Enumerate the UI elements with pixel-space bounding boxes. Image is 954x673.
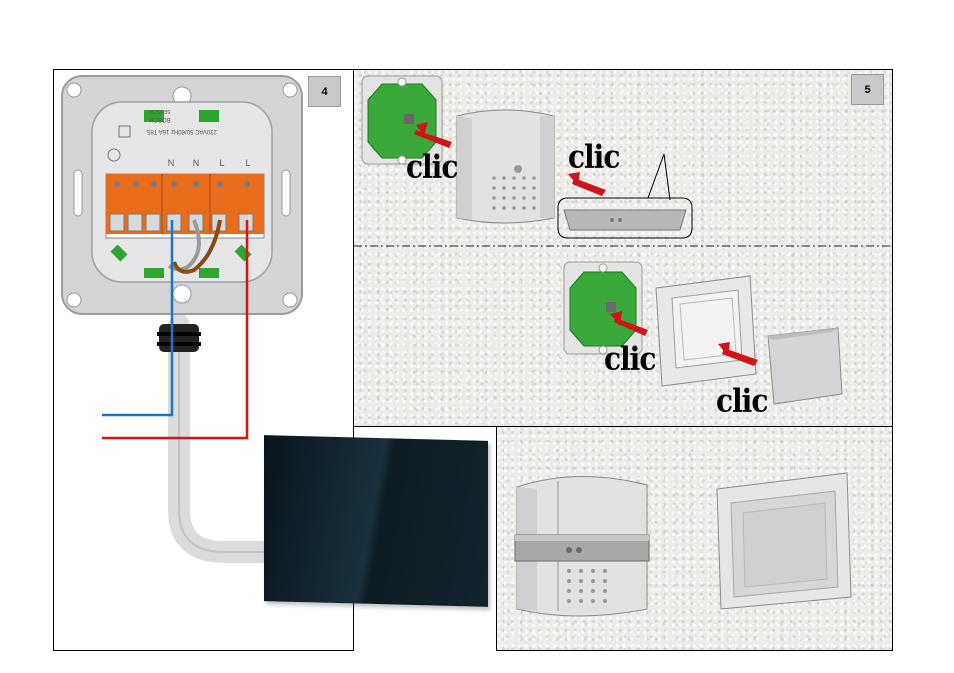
clic-label-1: clic [406,147,458,186]
result-panel [496,426,893,651]
live-wire [102,220,249,440]
terminal-label-3: L [219,158,224,168]
step-5-panel: clic clic clic clic 5 [353,69,893,427]
terminal-label-4: L [245,158,250,168]
heating-panel [264,435,488,607]
result-illustration [514,472,852,617]
step-4-panel: 230VAC 50/60Hz 16A T85 BOSCH SENSOR N N … [53,69,354,651]
rocker-plate [767,327,843,405]
cover-vent-grid [492,176,536,210]
band-callout-frame [557,197,693,239]
result-vent-grid [567,569,607,603]
clip-band [563,209,687,231]
insert-label-group: 230VAC 50/60Hz 16A T85 BOSCH SENSOR [146,108,216,134]
arrow-2 [572,178,606,196]
cable-grommet [159,324,199,352]
wiring-illustration: 230VAC 50/60Hz 16A T85 BOSCH SENSOR N N … [61,75,303,563]
clip-illustration [354,75,892,405]
step-4-badge: 4 [308,76,341,107]
clic-label-2: clic [568,137,620,176]
clic-label-3: clic [604,339,656,378]
cable-conduit-edge [178,325,269,553]
arrow-3 [614,318,648,336]
step-5-badge: 5 [851,74,884,105]
arrow-4 [722,348,758,366]
terminal-label-2: N [193,158,200,168]
sensor-label: SENSOR [149,108,171,114]
brand-label: BOSCH [149,116,170,122]
rating-label: 230VAC 50/60Hz 16A T85 [146,128,216,134]
terminal-label-1: N [168,158,175,168]
neutral-wire [102,220,174,417]
clic-label-4: clic [716,381,768,420]
